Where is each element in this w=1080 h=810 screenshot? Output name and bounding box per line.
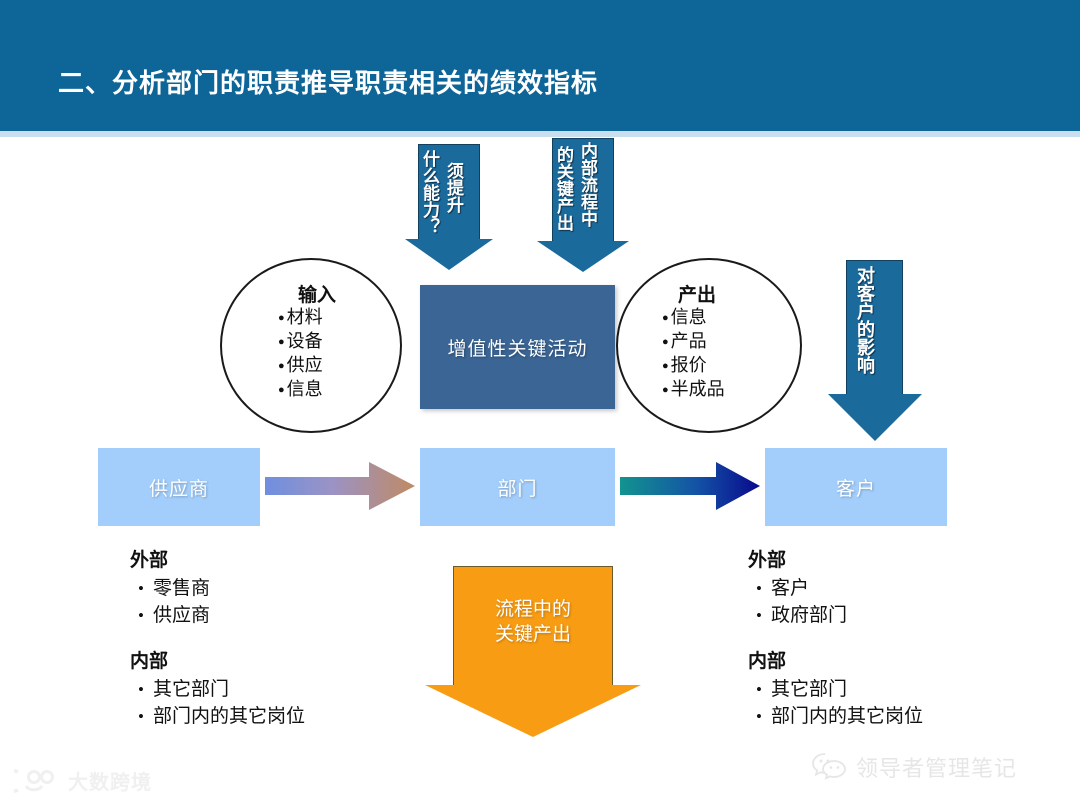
list-item: 其它部门 xyxy=(756,677,923,704)
notes-left-internal-list: 其它部门 部门内的其它岗位 xyxy=(130,677,305,731)
chain-customer-label: 客户 xyxy=(835,478,876,500)
chain-box-supplier: 供应商 xyxy=(98,448,260,526)
list-item: 供应商 xyxy=(138,603,305,630)
arrow-head xyxy=(537,241,629,272)
notes-right-external-heading: 外部 xyxy=(748,550,787,571)
notes-left-external-heading: 外部 xyxy=(130,550,169,571)
notes-right-external-group: 外部 客户 政府部门 xyxy=(748,545,923,630)
list-item: 信息 xyxy=(278,378,323,402)
list-item: 部门内的其它岗位 xyxy=(756,704,923,731)
callout-impact-label: 对客户的影响 xyxy=(855,266,875,374)
ellipse-output: 产出 信息 产品 报价 半成品 xyxy=(616,258,802,433)
list-item: 设备 xyxy=(278,330,323,354)
slide-header-bar xyxy=(0,0,1080,131)
chain-box-customer: 客户 xyxy=(765,448,947,526)
ellipse-output-list: 信息 产品 报价 半成品 xyxy=(662,306,725,402)
core-activity-box: 增值性关键活动 xyxy=(420,285,615,409)
arrow-shaft xyxy=(846,260,903,395)
callout-process-column-2: 的关键产出 xyxy=(554,146,573,231)
page-title: 二、分析部门的职责推导职责相关的绩效指标 xyxy=(58,69,599,98)
chain-arrow-department-to-customer xyxy=(620,460,760,512)
list-item: 信息 xyxy=(662,306,725,330)
callout-capability-column-2: 须提升 xyxy=(444,162,463,213)
ellipse-input-title: 输入 xyxy=(297,285,336,306)
callout-key-output-line-1: 流程中的 xyxy=(494,599,571,620)
list-item: 材料 xyxy=(278,306,323,330)
arrow-head xyxy=(425,685,641,737)
notes-left-external-list: 零售商 供应商 xyxy=(130,576,305,630)
gradient-arrow-icon xyxy=(620,462,760,510)
arrow-shaft xyxy=(418,144,480,240)
chain-supplier-label: 供应商 xyxy=(148,478,209,500)
ellipse-input-list: 材料 设备 供应 信息 xyxy=(278,306,323,402)
list-item: 供应 xyxy=(278,354,323,378)
notes-right-internal-group: 内部 其它部门 部门内的其它岗位 xyxy=(748,646,923,731)
chain-department-label: 部门 xyxy=(497,478,538,500)
chain-box-department: 部门 xyxy=(420,448,615,526)
list-item: 报价 xyxy=(662,354,725,378)
list-item: 产品 xyxy=(662,330,725,354)
ellipse-input: 输入 材料 设备 供应 信息 xyxy=(220,258,402,433)
notes-right-column: 外部 客户 政府部门 内部 其它部门 部门内的其它岗位 xyxy=(748,545,923,747)
watermark-wechat-label: 领导者管理笔记 xyxy=(856,756,1018,781)
callout-key-output-text: 流程中的 关键产出 xyxy=(425,598,641,647)
header-divider xyxy=(0,131,1080,137)
notes-left-internal-heading: 内部 xyxy=(130,650,169,672)
watermark-dashu-label: 大数跨境 xyxy=(68,772,152,794)
dashu-logo-icon xyxy=(14,768,54,793)
watermark-dashu: 大数跨境 xyxy=(14,766,152,795)
list-item: 部门内的其它岗位 xyxy=(138,704,305,731)
callout-capability-column-1: 什么能力？ xyxy=(420,150,439,235)
list-item: 半成品 xyxy=(662,378,725,402)
wechat-icon xyxy=(812,753,846,780)
callout-arrow-internal-process: 内部流程中 的关键产出 xyxy=(535,138,635,272)
callout-arrow-key-output: 流程中的 关键产出 xyxy=(425,566,641,738)
notes-left-internal-group: 内部 其它部门 部门内的其它岗位 xyxy=(130,646,305,731)
list-item: 政府部门 xyxy=(756,603,923,630)
core-activity-label: 增值性关键活动 xyxy=(447,338,588,360)
list-item: 其它部门 xyxy=(138,677,305,704)
gradient-arrow-icon xyxy=(265,462,415,510)
notes-left-external-group: 外部 零售商 供应商 xyxy=(130,545,305,630)
ellipse-output-title: 产出 xyxy=(677,285,716,306)
list-item: 零售商 xyxy=(138,576,305,603)
callout-process-column-1: 内部流程中 xyxy=(578,142,597,227)
notes-right-internal-list: 其它部门 部门内的其它岗位 xyxy=(748,677,923,731)
arrow-head xyxy=(828,394,922,441)
notes-left-column: 外部 零售商 供应商 内部 其它部门 部门内的其它岗位 xyxy=(130,545,305,747)
chain-arrow-supplier-to-department xyxy=(265,460,415,512)
list-item: 客户 xyxy=(756,576,923,603)
callout-key-output-line-2: 关键产出 xyxy=(494,623,571,645)
notes-right-external-list: 客户 政府部门 xyxy=(748,576,923,630)
arrow-head xyxy=(405,239,493,270)
watermark-wechat-account: 领导者管理笔记 xyxy=(812,751,1017,783)
notes-right-internal-heading: 内部 xyxy=(748,650,787,672)
arrow-shaft xyxy=(453,566,613,686)
callout-arrow-capability: 什么能力？ 须提升 xyxy=(405,144,493,270)
callout-arrow-customer-impact: 对客户的影响 xyxy=(828,260,922,443)
arrow-shaft xyxy=(552,138,614,242)
